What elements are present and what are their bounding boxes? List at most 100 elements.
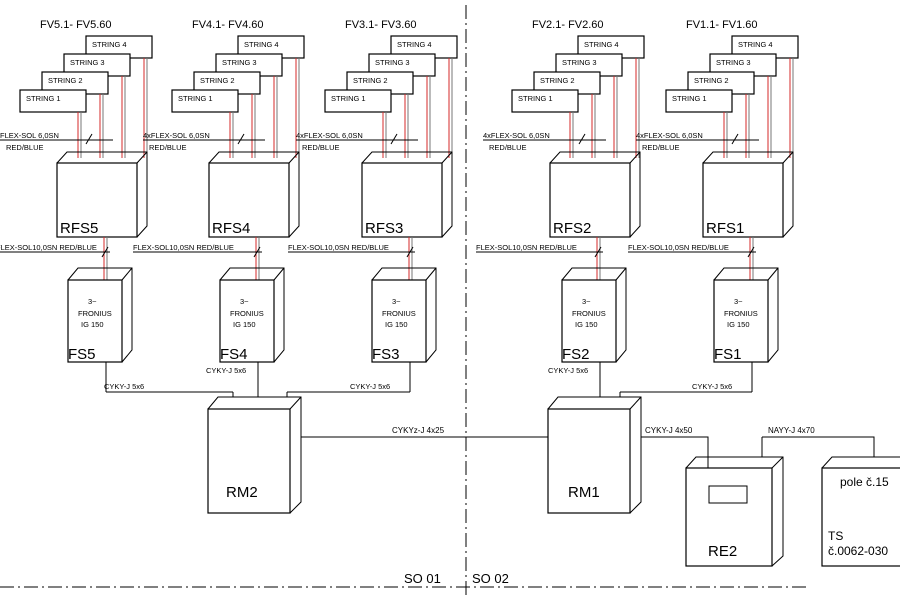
fs-rm-cable-label: CYKY-J 5x6 bbox=[548, 366, 588, 375]
string-cable-label: 4xFLEX-SOL 6,0SN bbox=[143, 131, 210, 140]
string-box-1 bbox=[171, 89, 239, 113]
ts-number: č.0062-030 bbox=[828, 544, 888, 558]
string-label: STRING 2 bbox=[353, 76, 388, 85]
inverter-box bbox=[67, 279, 123, 363]
fs-label: FS4 bbox=[220, 346, 248, 363]
rfs-fs-cable-label: FLEX-SOL10,0SN RED/BLUE bbox=[628, 243, 729, 252]
rfs-box bbox=[56, 162, 138, 238]
rfs-box bbox=[208, 162, 290, 238]
string-box-1 bbox=[665, 89, 733, 113]
fs-label: FS2 bbox=[562, 346, 590, 363]
string-label: STRING 3 bbox=[562, 58, 597, 67]
inverter-box bbox=[713, 279, 769, 363]
ts-pole: pole č.15 bbox=[840, 475, 889, 489]
fv-range-label: FV3.1- FV3.60 bbox=[345, 19, 417, 31]
inverter-model: IG 150 bbox=[233, 320, 256, 329]
rm2-cabinet: RM2 bbox=[207, 396, 302, 514]
rm1-cabinet: RM1 bbox=[547, 396, 642, 514]
rfs-label: RFS5 bbox=[60, 220, 98, 237]
inverter-box bbox=[371, 279, 427, 363]
rfs-box bbox=[361, 162, 443, 238]
string-label: STRING 1 bbox=[26, 94, 61, 103]
inverter-model: IG 150 bbox=[385, 320, 408, 329]
string-label: STRING 4 bbox=[397, 40, 432, 49]
fs-label: FS5 bbox=[68, 346, 96, 363]
rm2-label: RM2 bbox=[226, 484, 258, 501]
string-label: STRING 4 bbox=[738, 40, 773, 49]
rfs-label: RFS1 bbox=[706, 220, 744, 237]
rfs-label: RFS2 bbox=[553, 220, 591, 237]
string-label: STRING 1 bbox=[672, 94, 707, 103]
string-label: STRING 2 bbox=[200, 76, 235, 85]
fs-rm-cable-label: CYKY-J 5x6 bbox=[104, 382, 144, 391]
fv-range-label: FV4.1- FV4.60 bbox=[192, 19, 264, 31]
rfs-fs-cable-label: FLEX-SOL10,0SN RED/BLUE bbox=[133, 243, 234, 252]
inverter-model: IG 150 bbox=[575, 320, 598, 329]
string-label: STRING 2 bbox=[48, 76, 83, 85]
string-label: STRING 1 bbox=[331, 94, 366, 103]
inverter-box bbox=[561, 279, 617, 363]
ts-label: TS bbox=[828, 529, 843, 543]
fv-range-label: FV5.1- FV5.60 bbox=[40, 19, 112, 31]
string-label: STRING 4 bbox=[244, 40, 279, 49]
rfs-box bbox=[549, 162, 631, 238]
string-box-1 bbox=[19, 89, 87, 113]
inverter-brand: FRONIUS bbox=[724, 309, 758, 318]
string-label: STRING 4 bbox=[92, 40, 127, 49]
string-label: STRING 3 bbox=[222, 58, 257, 67]
inverter-model: IG 150 bbox=[727, 320, 750, 329]
fv-range-label: FV2.1- FV2.60 bbox=[532, 19, 604, 31]
inverter-phase: 3~ bbox=[734, 297, 743, 306]
string-label: STRING 3 bbox=[716, 58, 751, 67]
rfs-label: RFS3 bbox=[365, 220, 403, 237]
string-box-1 bbox=[511, 89, 579, 113]
section-right-label: SO 02 bbox=[472, 571, 509, 586]
section-left-label: SO 01 bbox=[404, 571, 441, 586]
rm1-re2-cable bbox=[641, 436, 709, 468]
rm1-re2-cable-label: CYKY-J 4x50 bbox=[645, 426, 693, 435]
re2-cabinet: RE2 bbox=[685, 456, 784, 567]
ts-station: pole č.15 TS č.0062-030 bbox=[821, 456, 900, 567]
fs-rm-cable-label: CYKY-J 5x6 bbox=[692, 382, 732, 391]
string-cable-label: 4xFLEX-SOL 6,0SN bbox=[483, 131, 550, 140]
string-box-1 bbox=[324, 89, 392, 113]
wire-color-label: RED/BLUE bbox=[642, 143, 680, 152]
fs-label: FS3 bbox=[372, 346, 400, 363]
inverter-phase: 3~ bbox=[392, 297, 401, 306]
fv-range-label: FV1.1- FV1.60 bbox=[686, 19, 758, 31]
inverter-phase: 3~ bbox=[88, 297, 97, 306]
fs-rm-cable-label: CYKY-J 5x6 bbox=[206, 366, 246, 375]
wire-color-label: RED/BLUE bbox=[149, 143, 187, 152]
inverter-phase: 3~ bbox=[240, 297, 249, 306]
string-label: STRING 2 bbox=[540, 76, 575, 85]
wire-color-label: RED/BLUE bbox=[302, 143, 340, 152]
string-label: STRING 3 bbox=[70, 58, 105, 67]
string-cable-label: 4xFLEX-SOL 6,0SN bbox=[636, 131, 703, 140]
fs-label: FS1 bbox=[714, 346, 742, 363]
rfs-fs-cable-label: FLEX-SOL10,0SN RED/BLUE bbox=[476, 243, 577, 252]
wire-color-label: RED/BLUE bbox=[6, 143, 44, 152]
string-label: STRING 4 bbox=[584, 40, 619, 49]
inverter-phase: 3~ bbox=[582, 297, 591, 306]
string-cable-label: 4xFLEX-SOL 6,0SN bbox=[296, 131, 363, 140]
inverter-brand: FRONIUS bbox=[230, 309, 264, 318]
main-cable-label: CYKYz-J 4x25 bbox=[392, 426, 445, 435]
rm1-label: RM1 bbox=[568, 484, 600, 501]
inverter-brand: FRONIUS bbox=[382, 309, 416, 318]
rfs-fs-cable-label: FLEX-SOL10,0SN RED/BLUE bbox=[0, 243, 97, 252]
string-label: STRING 1 bbox=[518, 94, 553, 103]
inverter-box bbox=[219, 279, 275, 363]
rfs-box bbox=[702, 162, 784, 238]
re2-ts-cable bbox=[762, 436, 875, 457]
string-label: STRING 2 bbox=[694, 76, 729, 85]
rfs-fs-cable-label: FLEX-SOL10,0SN RED/BLUE bbox=[288, 243, 389, 252]
string-label: STRING 1 bbox=[178, 94, 213, 103]
string-cable-label: FLEX-SOL 6,0SN bbox=[0, 131, 59, 140]
rfs-label: RFS4 bbox=[212, 220, 250, 237]
